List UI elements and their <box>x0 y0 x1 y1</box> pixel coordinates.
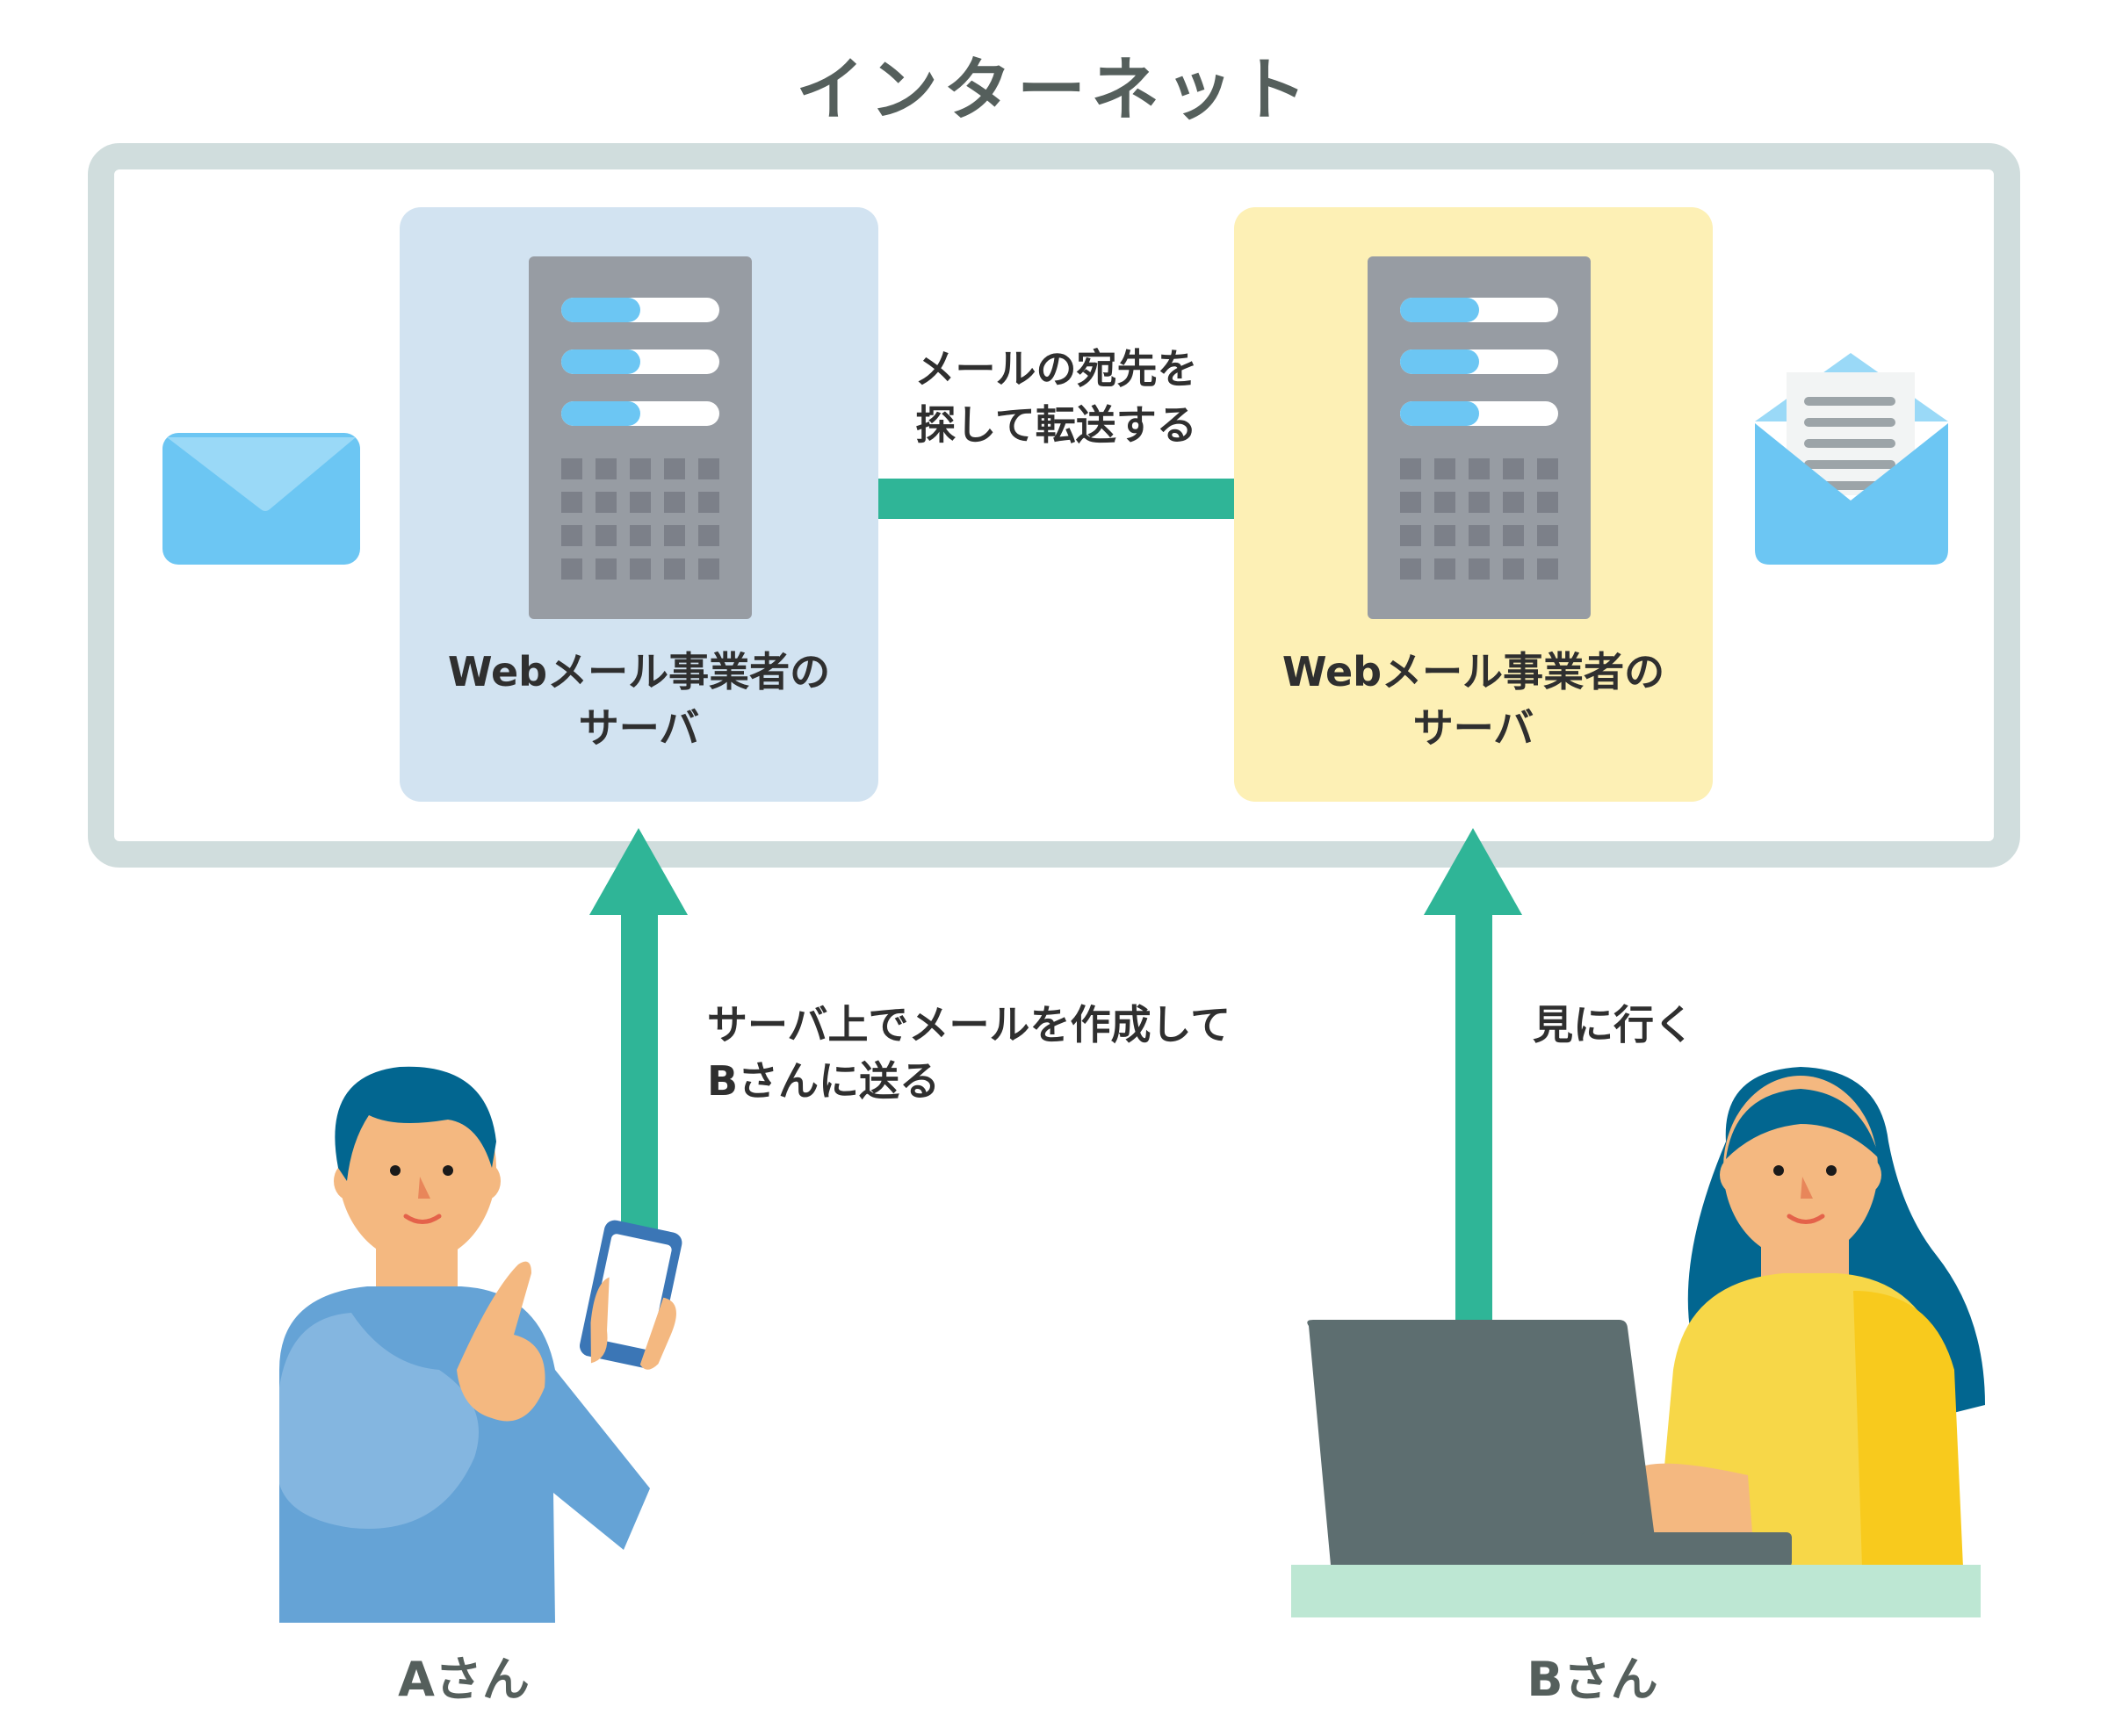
server-a-rack-icon <box>529 256 752 619</box>
server-b-label-line1: Webメール事業者の <box>1281 648 1665 695</box>
open-envelope-letter-icon <box>1755 353 1948 565</box>
person-a-note-line1: サーバ上でメールを作成して <box>707 1001 1231 1048</box>
person-a-label: Aさん <box>398 1652 530 1707</box>
desk-surface <box>1291 1565 1981 1617</box>
transfer-caption-line1: メールの宛先を <box>914 345 1198 393</box>
arrow-a-up <box>589 828 688 1229</box>
laptop-icon <box>1307 1320 1792 1567</box>
server-connection-line <box>878 479 1234 519</box>
server-a-label-line2: サーバ <box>578 704 700 752</box>
arrow-b-up <box>1424 828 1522 1328</box>
server-b-vents <box>1400 458 1558 580</box>
transfer-caption-line2: 探して転送する <box>915 401 1197 449</box>
transfer-caption: メールの宛先を 探して転送する <box>878 341 1234 453</box>
diagram-title: インターネット <box>795 51 1312 130</box>
person-b-figure <box>1642 1067 1985 1567</box>
person-a-figure <box>279 1066 650 1623</box>
smartphone-icon <box>579 1220 682 1370</box>
server-a-label: Webメール事業者の サーバ <box>400 644 878 756</box>
server-b-label-line2: サーバ <box>1412 704 1534 752</box>
person-b-label: Bさん <box>1527 1652 1658 1707</box>
person-a-note: サーバ上でメールを作成して Bさんに送る <box>707 997 1231 1109</box>
server-a-vents <box>561 458 719 580</box>
server-a-label-line1: Webメール事業者の <box>447 648 831 695</box>
server-b-rack-icon <box>1368 256 1591 619</box>
person-b-note: 見に行く <box>1533 1001 1694 1048</box>
server-a-slots <box>561 298 719 426</box>
server-b-label: Webメール事業者の サーバ <box>1234 644 1713 756</box>
person-a-note-line2: Bさんに送る <box>707 1057 941 1105</box>
server-b-slots <box>1400 298 1558 426</box>
closed-envelope-icon <box>162 433 360 565</box>
